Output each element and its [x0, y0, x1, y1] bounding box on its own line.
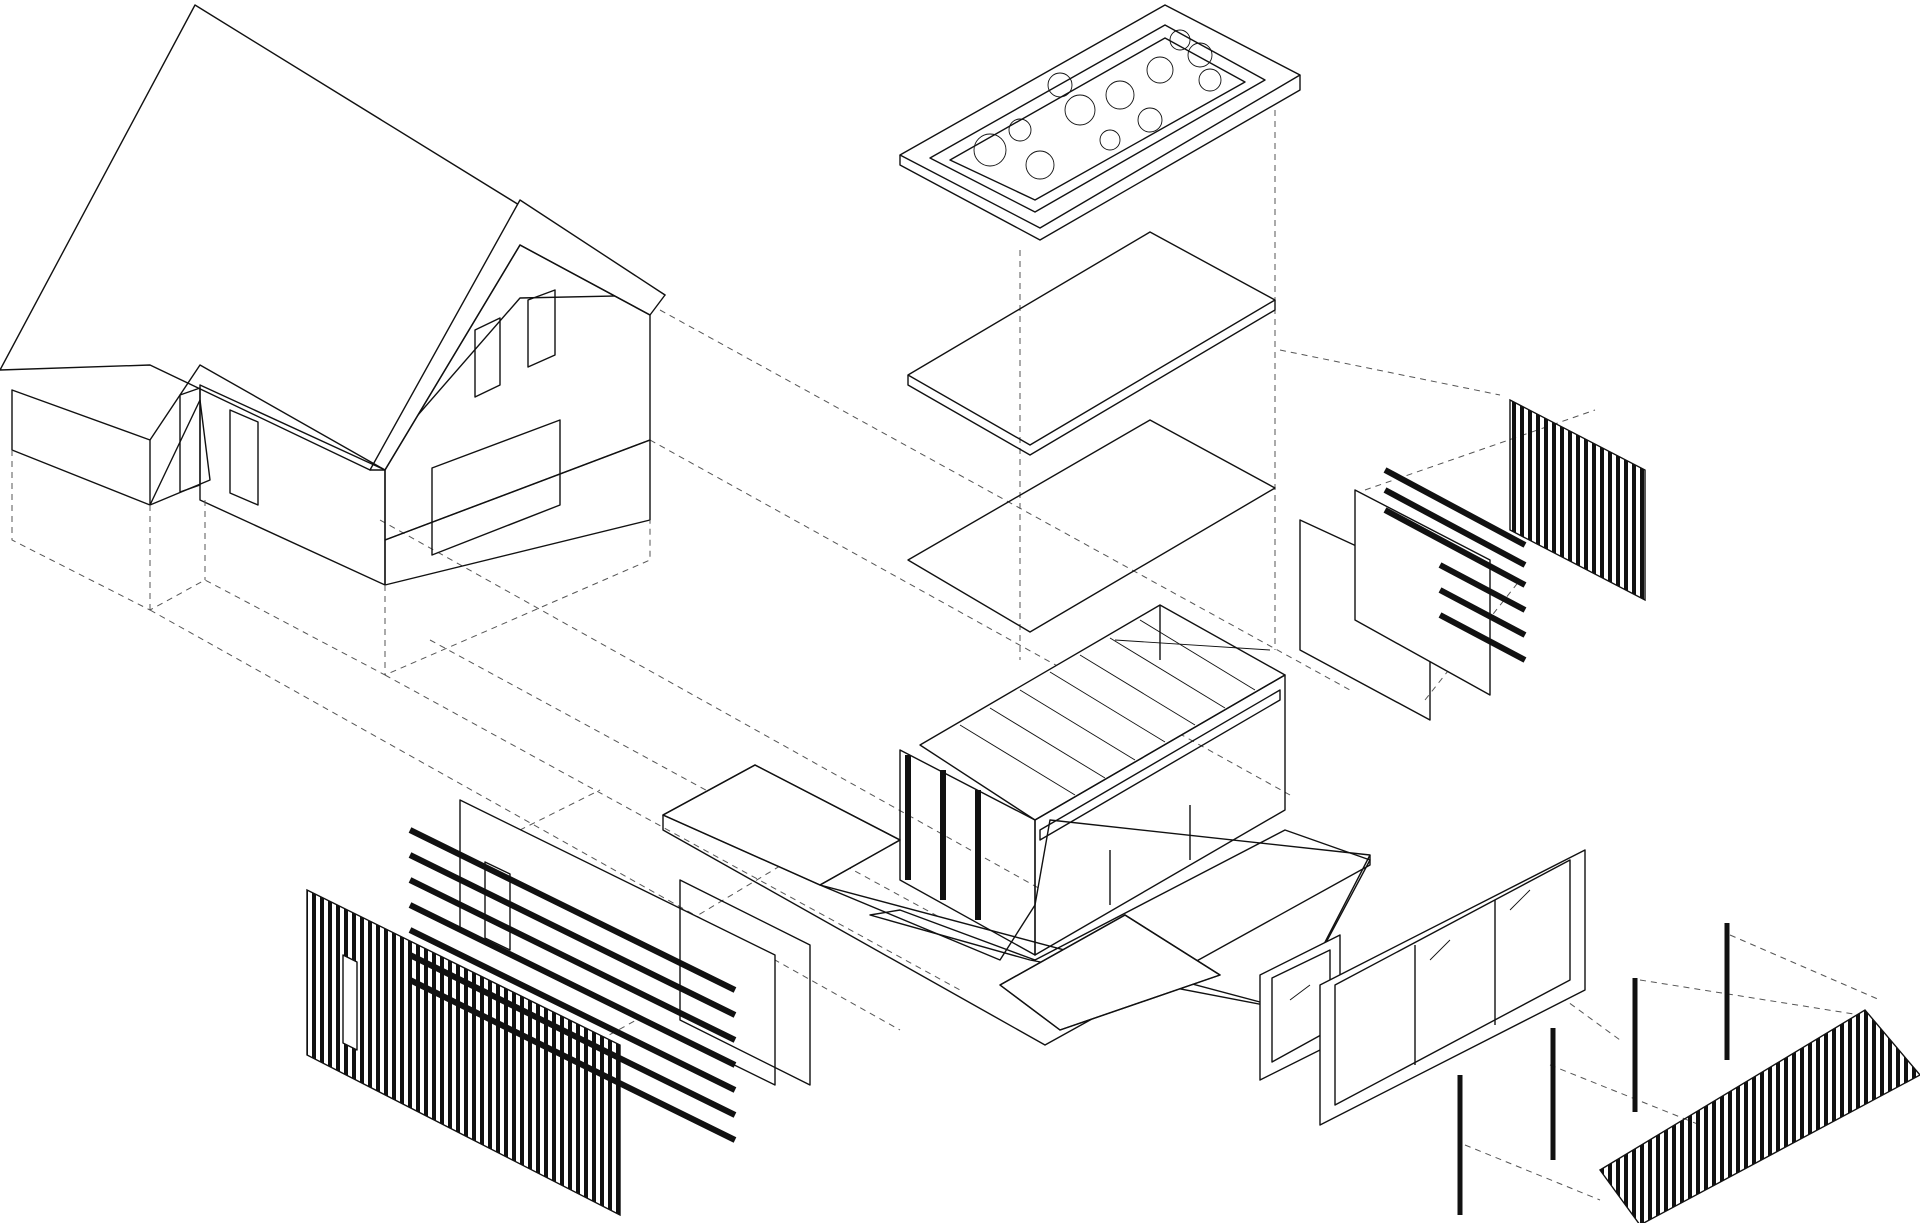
- glazed-facade: [1259, 849, 1586, 1126]
- side-wall-layers: [1299, 398, 1646, 721]
- horizontal-battens: [408, 827, 737, 1143]
- timber-deck-floor: [662, 764, 1371, 1046]
- roof-insulation-layer: [907, 419, 1276, 633]
- plant-icon: [973, 29, 1222, 180]
- green-roof-planting: [899, 4, 1301, 241]
- timber-frame-extension: [899, 604, 1286, 956]
- roof-membrane-layer: [907, 231, 1276, 456]
- existing-house: [0, 4, 666, 676]
- awning-and-posts: [1457, 923, 1920, 1223]
- front-wall-layers: [306, 799, 811, 1217]
- horizontal-battens: [1383, 467, 1527, 663]
